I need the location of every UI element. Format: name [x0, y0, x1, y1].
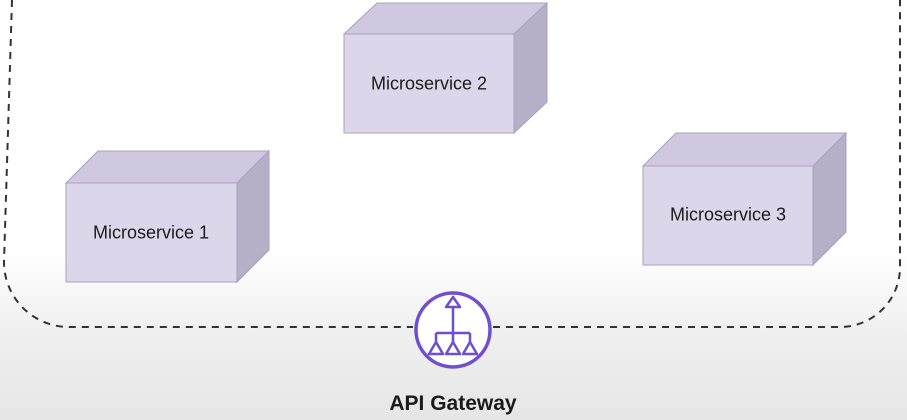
microservice-2-box: [342, 1, 549, 135]
service-boundary: [2, 0, 901, 328]
microservice-1-label: Microservice 1: [92, 222, 210, 243]
microservice-3-box: [641, 131, 848, 267]
api-gateway-label: API Gateway: [389, 392, 517, 415]
microservice-3-label: Microservice 3: [669, 204, 787, 225]
microservice-2-label: Microservice 2: [370, 73, 488, 94]
microservice-1-box: [64, 149, 271, 284]
api-gateway-icon: [414, 291, 492, 369]
